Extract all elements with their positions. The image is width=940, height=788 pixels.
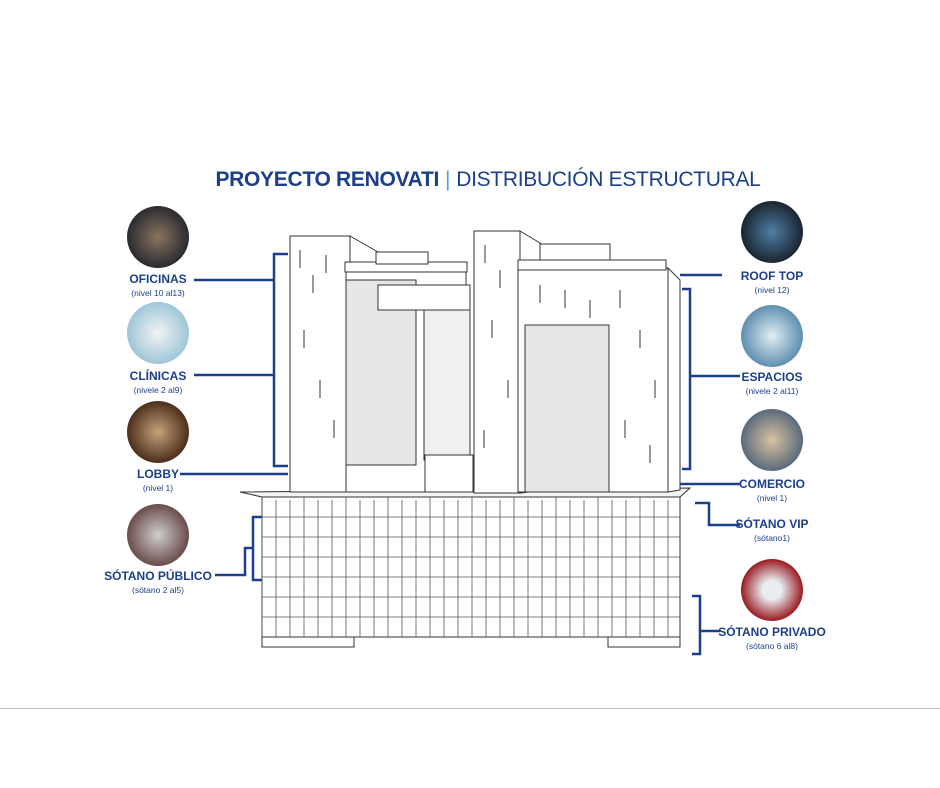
parking-photo <box>127 504 189 566</box>
label-title: ESPACIOS <box>741 370 803 384</box>
label-title: COMERCIO <box>739 477 805 491</box>
office-meeting-photo <box>127 206 189 268</box>
label-sub: (nivele 2 al11) <box>745 386 799 396</box>
lobby-photo <box>127 401 189 463</box>
label-title: SÓTANO PRIVADO <box>718 625 826 639</box>
private-parking-photo <box>741 559 803 621</box>
building-drawing <box>239 230 692 648</box>
label-sub: (nivel 10 al13) <box>131 288 185 298</box>
label-roof-top: ROOF TOP (nivel 12) <box>702 269 842 295</box>
title-main: PROYECTO RENOVATI <box>215 168 440 191</box>
label-title: SÓTANO PÚBLICO <box>104 569 212 583</box>
title-separator: | <box>445 168 451 191</box>
rooftop-photo <box>741 201 803 263</box>
label-sub: (nivel 1) <box>142 483 174 493</box>
label-sub: (sótano1) <box>754 533 790 543</box>
label-sub: (sótano 2 al5) <box>132 585 184 595</box>
label-comercio: COMERCIO (nivel 1) <box>702 477 842 503</box>
divider <box>0 708 940 709</box>
label-title: OFICINAS <box>129 272 187 286</box>
connector-lines <box>180 252 740 656</box>
label-sotano-publico: SÓTANO PÚBLICO (sótano 2 al5) <box>88 569 228 595</box>
label-sotano-vip: SÓTANO VIP (sótano1) <box>702 517 842 543</box>
label-sub: (sótano 6 al8) <box>746 641 798 651</box>
label-title: LOBBY <box>137 467 179 481</box>
label-sub: (nivel 1) <box>756 493 788 503</box>
label-sub: (nivel 12) <box>754 285 790 295</box>
label-oficinas: OFICINAS (nivel 10 al13) <box>88 272 228 298</box>
label-clinicas: CLÍNICAS (nivele 2 al9) <box>88 369 228 395</box>
label-title: CLÍNICAS <box>129 369 187 383</box>
label-sotano-privado: SÓTANO PRIVADO (sótano 6 al8) <box>702 625 842 651</box>
page-title: PROYECTO RENOVATI|DISTRIBUCIÓN ESTRUCTUR… <box>0 168 940 192</box>
label-lobby: LOBBY (nivel 1) <box>88 467 228 493</box>
label-title: ROOF TOP <box>740 269 804 283</box>
commerce-photo <box>741 409 803 471</box>
doctors-photo <box>127 302 189 364</box>
title-sub: DISTRIBUCIÓN ESTRUCTURAL <box>456 168 761 191</box>
medical-space-photo <box>741 305 803 367</box>
label-sub: (nivele 2 al9) <box>133 385 183 395</box>
label-title: SÓTANO VIP <box>735 517 809 531</box>
label-espacios: ESPACIOS (nivele 2 al11) <box>702 370 842 396</box>
